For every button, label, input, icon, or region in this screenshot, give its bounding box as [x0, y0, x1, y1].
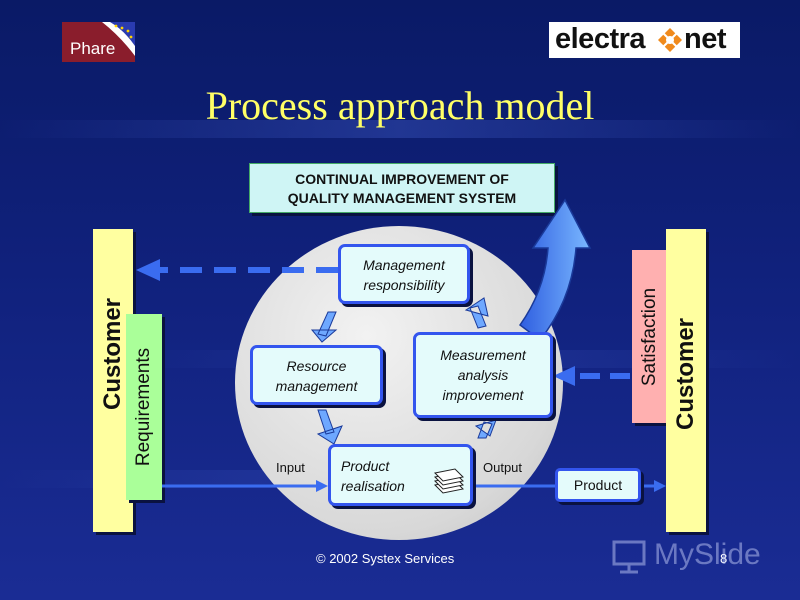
cycle-arrow-up-right [474, 419, 497, 439]
electra-logo-word: electra [555, 23, 646, 55]
product-realisation-box: Product realisation [328, 444, 473, 506]
output-arrow [473, 480, 666, 492]
electra-net-logo: electra net [549, 22, 740, 58]
continual-improvement-box: CONTINUAL IMPROVEMENT OF QUALITY MANAGEM… [249, 163, 555, 213]
output-label: Output [483, 460, 523, 475]
resource-line1: Resource [286, 358, 347, 374]
watermark: MySlide [610, 536, 780, 576]
input-label: Input [276, 460, 305, 475]
resource-management-box: Resource management [250, 345, 383, 405]
measurement-line1: Measurement [440, 347, 526, 363]
watermark-logo-icon [612, 540, 646, 574]
measurement-analysis-box: Measurement analysis improvement [413, 332, 553, 418]
cycle-arrows [310, 297, 497, 445]
background-streak [0, 120, 800, 138]
watermark-text: MySlide [654, 538, 761, 571]
document-stack-icon [433, 468, 465, 494]
cycle-arrow-up-left [464, 297, 489, 329]
page-number: 8 [720, 551, 728, 566]
management-responsibility-box: Management responsibility [338, 244, 470, 304]
phare-logo-text: Phare [70, 39, 116, 58]
management-line2: responsibility [363, 277, 445, 293]
product-box: Product [555, 468, 641, 502]
measurement-line2: analysis [457, 367, 509, 383]
continual-improvement-line1: CONTINUAL IMPROVEMENT OF [295, 171, 509, 187]
footer-copyright: © 2002 Systex Services [316, 551, 455, 566]
slide-title: Process approach model [205, 83, 595, 128]
requirements-column: Requirements [126, 314, 162, 500]
continual-improvement-line2: QUALITY MANAGEMENT SYSTEM [287, 190, 517, 206]
right-customer-column: Customer [666, 229, 706, 532]
management-line1: Management [363, 257, 445, 273]
eu-flag-icon [102, 22, 135, 56]
cycle-arrow-down-left [310, 311, 338, 343]
satisfaction-dashed-arrow [553, 366, 630, 386]
phare-logo: Phare [62, 22, 135, 62]
measurement-line3: improvement [442, 387, 524, 403]
electra-logo-net: net [684, 23, 727, 55]
realisation-line1: Product [341, 458, 390, 474]
resource-line2: management [275, 378, 358, 394]
improvement-big-arrow [518, 198, 592, 342]
realisation-line2: realisation [341, 478, 405, 494]
feedback-dashed-arrow [136, 259, 338, 281]
cycle-arrow-down-right [316, 409, 343, 445]
input-arrow [162, 480, 328, 492]
electra-logo-mark-icon [658, 28, 682, 52]
satisfaction-column: Satisfaction [632, 250, 668, 423]
